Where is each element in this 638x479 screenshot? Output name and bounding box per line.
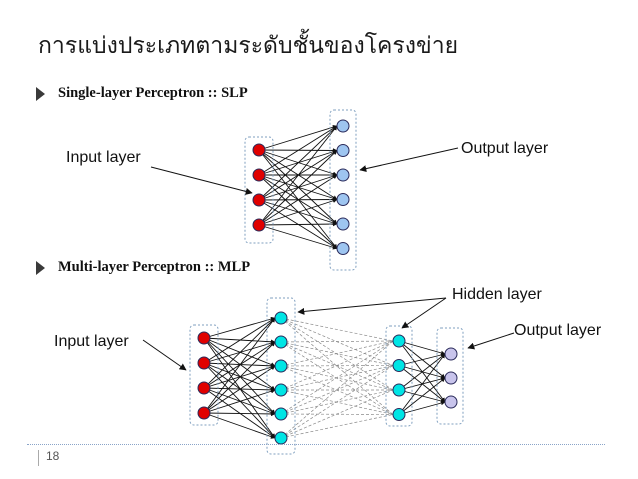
slp-connection [258,224,338,250]
mlp-connection-input-hidden [203,389,276,414]
slp-output-neuron [336,217,350,231]
mlp-connection-input-hidden [203,387,276,415]
slp-output-layer-label: Output layer [461,140,549,157]
mlp-hidden-neuron [274,359,288,373]
slp-input-neuron [252,168,266,182]
slp-input-layer-label: Input layer [66,149,141,166]
mlp-connection-hidden-hidden [280,389,394,439]
mlp-connection-input-hidden [203,362,276,415]
mlp-output-pointer-arrow [467,332,515,350]
slp-connection [258,125,338,151]
mlp-input-layer-box [189,324,219,426]
mlp-hidden-layer-2-box [385,325,413,427]
slp-output-neuron [336,242,350,255]
slp-output-layer-box [329,109,357,271]
mlp-connection-hidden-hidden [280,317,394,342]
slp-output-neuron [336,119,350,133]
mlp-connection-input-hidden [203,365,276,414]
slp-input-neuron [252,143,266,157]
mlp-connection-input-hidden [203,411,276,417]
mlp-connection-input-hidden [203,337,276,367]
mlp-connection-input-hidden [203,362,276,439]
footer-divider [27,444,605,445]
mlp-hidden-neuron [392,334,406,348]
slp-connection [258,125,338,176]
mlp-connection-hidden-hidden [280,365,394,439]
bullet-arrow-icon [36,261,45,275]
slp-connection [258,125,338,201]
mlp-connection-input-hidden [203,362,276,391]
mlp-connection-hidden-output [398,352,446,366]
mlp-output-neuron [444,395,458,409]
mlp-hidden-neuron [274,335,288,349]
slp-input-neuron [252,193,266,207]
footer-bar [38,450,39,466]
bullet-arrow-icon [36,87,45,101]
slide-title: การแบ่งประเภทตามระดับชั้นของโครงข่าย [38,33,459,59]
mlp-connection-hidden-output [398,353,446,415]
mlp-connection-input-hidden [203,387,276,439]
mlp-input-pointer-arrow [142,339,187,371]
mlp-input-neuron [197,381,211,395]
mlp-hidden-neuron [274,431,288,445]
slp-output-neuron [336,144,350,157]
mlp-connection-hidden-hidden [280,365,394,415]
mlp-output-layer-box [436,327,464,425]
slp-input-neuron [252,218,266,232]
mlp-connection-input-hidden [203,317,276,414]
mlp-hidden-pointer-arrow [297,297,447,315]
mlp-output-neuron [444,347,458,361]
mlp-connection-hidden-hidden [280,340,394,343]
mlp-hidden-neuron [274,311,288,325]
slp-output-neuron [336,168,350,182]
mlp-heading: Multi-layer Perceptron :: MLP [58,259,251,275]
mlp-hidden-neuron [392,383,406,397]
slp-output-pointer-arrow [359,147,459,173]
mlp-output-layer-label: Output layer [514,322,602,339]
mlp-connection-hidden-output [398,377,446,415]
slp-connection [258,174,338,226]
mlp-input-neuron [197,406,211,420]
mlp-output-neuron [444,371,458,385]
page-number: 18 [46,449,60,463]
mlp-input-layer-label: Input layer [54,333,129,350]
mlp-hidden-neuron [274,407,288,421]
slp-output-neuron [336,193,350,206]
slp-input-pointer-arrow [150,166,253,195]
mlp-connection-input-hidden [203,317,276,389]
mlp-connection-input-hidden [203,337,276,415]
mlp-connection-input-hidden [203,316,276,339]
mlp-hidden-neuron [274,383,288,397]
mlp-connection-input-hidden [203,412,276,439]
slp-connection [258,150,338,226]
mlp-connection-hidden-hidden [280,414,394,439]
mlp-hidden-neuron [392,408,406,421]
mlp-connection-hidden-output [398,340,446,356]
mlp-hidden-layer-1-box [266,297,296,455]
mlp-connection-input-hidden [203,341,276,414]
mlp-connection-hidden-hidden [280,340,394,415]
mlp-hidden-neuron [392,359,406,372]
slp-heading: Single-layer Perceptron :: SLP [58,85,248,101]
mlp-connection-hidden-output [398,400,446,415]
slp-connection [258,221,338,227]
mlp-input-neuron [197,356,211,370]
slp-input-layer-box [244,136,274,244]
mlp-input-neuron [197,331,211,345]
mlp-connection-hidden-hidden [280,340,394,391]
mlp-connection-input-hidden [203,337,276,391]
slp-connection [258,198,338,226]
slp-connection [258,125,338,226]
mlp-hidden-layer-label: Hidden layer [452,286,542,303]
mlp-hidden-pointer-arrow [401,297,447,329]
mlp-connection-input-hidden [203,317,276,364]
mlp-connection-hidden-hidden [280,340,394,367]
mlp-connection-hidden-output [398,353,446,391]
